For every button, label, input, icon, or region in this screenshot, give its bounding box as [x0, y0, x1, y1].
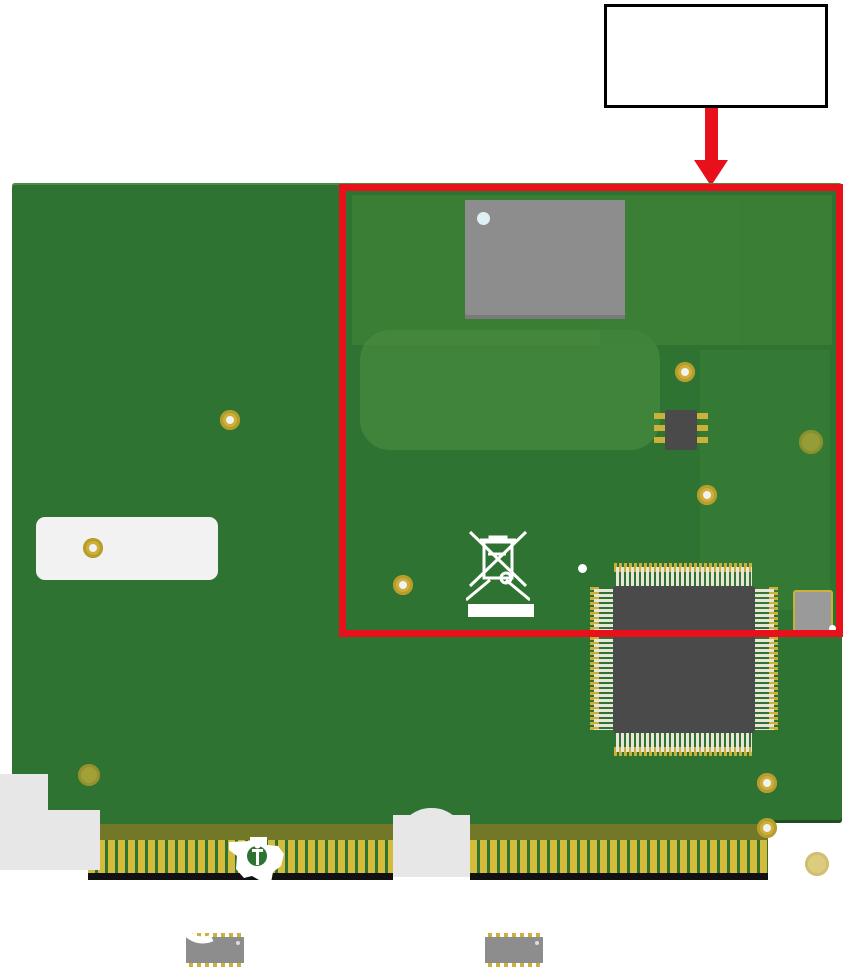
- emulation-circuitry-highlight-box: [339, 184, 843, 637]
- testpoint-gnd: [757, 773, 777, 793]
- label-block-lbl1: [36, 517, 218, 580]
- edge-connector-right-darkband: [470, 824, 768, 840]
- mounting-hole-bottom-left: [78, 764, 100, 786]
- pcb-cutout-left-lower: [0, 810, 100, 870]
- ic-u4a: [665, 410, 697, 450]
- ic-y1a-pin-dot: [829, 625, 836, 632]
- mounting-hole-bottom-right: [805, 852, 829, 876]
- callout-box: [604, 4, 828, 108]
- ic-u1a-pin1-marker: [578, 564, 587, 573]
- ground-plane-mid: [360, 330, 660, 450]
- weee-crossed-bin-icon: [466, 530, 530, 602]
- testpoint-xrsn: [83, 538, 103, 558]
- edge-connector-left-bottom: [88, 873, 393, 880]
- edge-connector-notch-radius: [397, 808, 466, 860]
- ic-u4a-pins-right: [697, 413, 708, 447]
- testpoint-usb5v: [675, 362, 695, 382]
- ce-mark-icon: [125, 892, 214, 944]
- testpoint-usbgnd: [697, 485, 717, 505]
- ic-u4a-pins-left: [654, 413, 665, 447]
- texas-instruments-logo: [226, 836, 498, 898]
- edge-connector-right-fingers: [470, 840, 768, 875]
- weee-bar: [468, 604, 534, 617]
- edge-connector-left-darkband: [88, 824, 393, 840]
- ic-u7: [485, 933, 543, 967]
- testpoint-1v2: [393, 575, 413, 595]
- mounting-hole-right: [799, 430, 823, 454]
- edge-connector-right-bottom: [470, 873, 768, 880]
- pcb-photo: [0, 170, 854, 967]
- texas-state-icon: [229, 837, 284, 893]
- testpoint-3v3: [220, 410, 240, 430]
- ic-u1a-qfp: [590, 563, 778, 756]
- callout-arrow-stem: [705, 108, 718, 168]
- testpoint-5v5: [757, 818, 777, 838]
- callout-arrow-head-icon: [694, 160, 728, 186]
- transformer-module-t1a: [465, 200, 625, 319]
